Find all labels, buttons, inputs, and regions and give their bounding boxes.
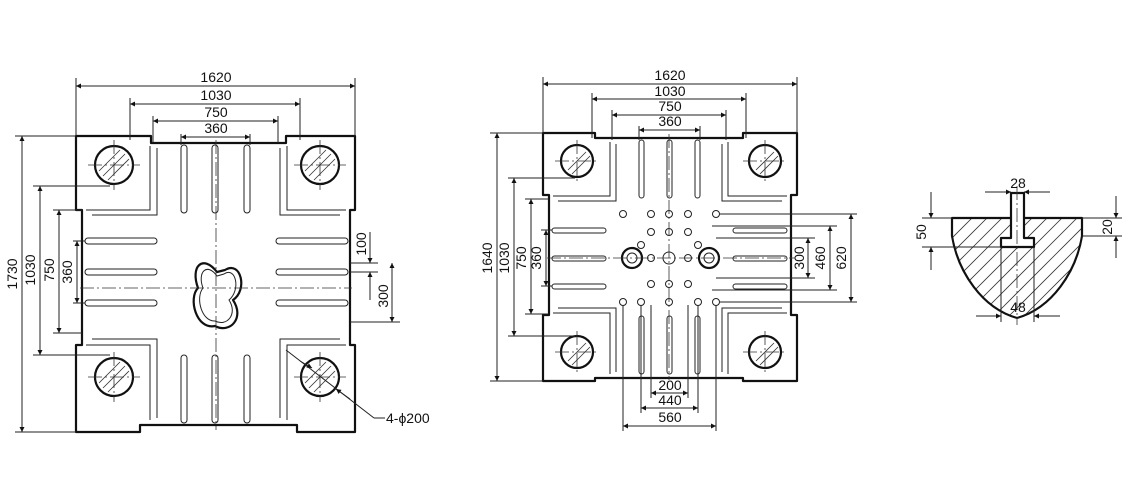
t-slot-section-view: 28 50 20 48 <box>913 175 1122 325</box>
middle-dim-width-750: 750 <box>658 98 682 114</box>
middle-dim-height-1030: 1030 <box>496 242 512 273</box>
left-dim-width-1620: 1620 <box>200 69 231 85</box>
left-dim-height-360: 360 <box>59 260 75 284</box>
middle-dims-left: 1640 1030 750 360 <box>479 132 575 382</box>
left-platen-view: 1620 1030 750 360 1730 1030 750 360 <box>4 69 430 434</box>
section-dim-width-48: 48 <box>1010 299 1026 315</box>
middle-dim-holes-460: 460 <box>812 246 828 270</box>
left-dim-width-1030: 1030 <box>200 87 231 103</box>
middle-dims-bottom: 200 440 560 <box>622 305 717 431</box>
middle-corner-hole-bl <box>555 331 599 374</box>
middle-t-slots <box>551 139 788 375</box>
section-outline <box>950 216 1084 320</box>
section-dims-bottom: 48 <box>976 247 1060 322</box>
left-dim-slot-100: 100 <box>353 232 369 256</box>
center-ejector-opening <box>192 262 243 330</box>
middle-dim-spacing-200: 200 <box>658 377 682 393</box>
middle-dims-right: 300 460 620 <box>712 213 857 303</box>
corner-hole-tl <box>88 140 140 190</box>
middle-dim-width-360: 360 <box>658 113 682 129</box>
middle-dim-width-1030: 1030 <box>654 83 685 99</box>
left-dim-height-1730: 1730 <box>4 258 20 289</box>
middle-dim-holes-620: 620 <box>833 246 849 270</box>
middle-corner-hole-br <box>743 331 787 374</box>
middle-outline <box>541 131 799 383</box>
corner-hole-br <box>294 352 346 402</box>
left-outline <box>74 134 357 434</box>
section-dims-left: 50 <box>913 192 1001 270</box>
middle-dim-width-1620: 1620 <box>654 67 685 83</box>
middle-dim-spacing-440: 440 <box>658 392 682 408</box>
middle-dim-height-750: 750 <box>513 246 529 270</box>
middle-dim-height-360: 360 <box>528 246 544 270</box>
middle-corner-hole-tl <box>555 140 599 183</box>
section-dim-height-20: 20 <box>1099 219 1115 235</box>
section-dim-depth-50: 50 <box>913 224 929 240</box>
section-dims-top: 28 <box>985 175 1050 195</box>
middle-dim-holes-300: 300 <box>791 246 807 270</box>
middle-dims-top: 1620 1030 750 360 <box>542 67 798 140</box>
left-dims-top: 1620 1030 750 360 <box>75 69 356 145</box>
section-dims-right: 20 <box>1082 196 1122 258</box>
left-dim-width-750: 750 <box>204 104 228 120</box>
corner-hole-tr <box>294 140 346 190</box>
middle-dim-spacing-560: 560 <box>658 409 682 425</box>
hole-callout-label: 4-ϕ200 <box>386 410 430 426</box>
hole-callout: 4-ϕ200 <box>285 349 430 426</box>
left-dims-right: 100 300 <box>350 232 400 323</box>
left-dim-width-360: 360 <box>204 120 228 136</box>
t-slots-left <box>84 237 158 307</box>
left-dim-height-750: 750 <box>41 258 57 282</box>
left-dim-slot-300: 300 <box>375 284 391 308</box>
corner-hole-bl <box>88 352 140 402</box>
middle-dim-height-1640: 1640 <box>479 242 495 273</box>
t-slots-right <box>275 237 349 307</box>
section-dim-slot-28: 28 <box>1010 175 1026 191</box>
left-dim-height-1030: 1030 <box>22 254 38 285</box>
t-slots-top <box>180 144 251 214</box>
middle-corner-hole-tr <box>743 140 787 183</box>
middle-platen-view: 1620 1030 750 360 1640 1030 750 360 <box>479 67 857 431</box>
t-slots-bottom <box>180 354 251 424</box>
left-dims-left: 1730 1030 750 360 <box>4 135 110 433</box>
